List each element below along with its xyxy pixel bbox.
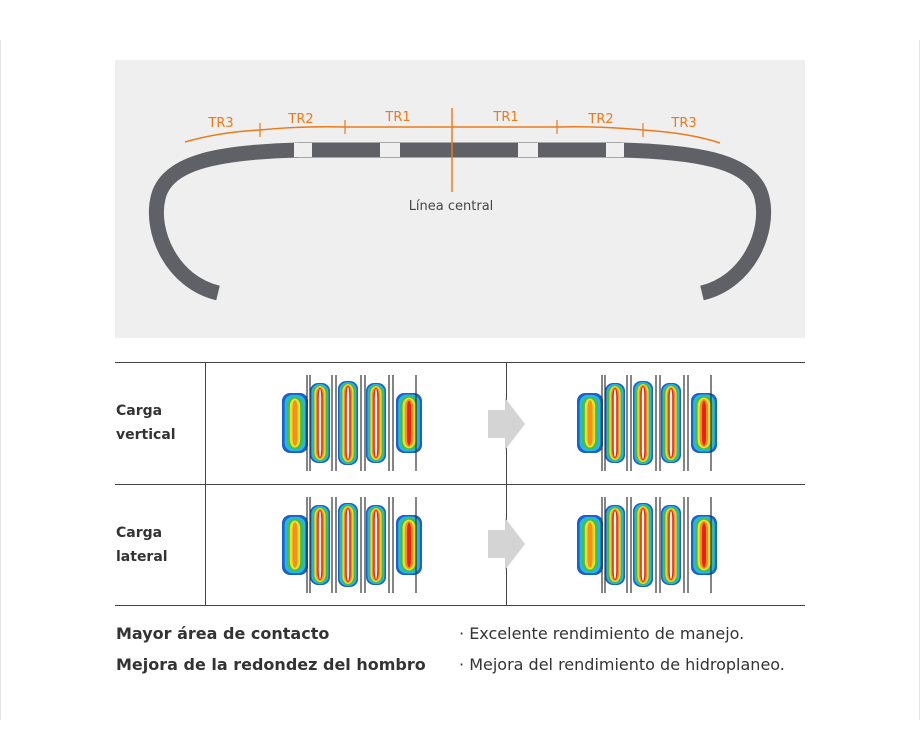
pressure-contour <box>346 387 350 459</box>
pressure-contour <box>374 389 378 457</box>
arrow-icon <box>488 398 525 570</box>
zone-arcs <box>184 108 721 192</box>
tread-grooves <box>294 143 624 157</box>
pressure-contour <box>407 400 411 446</box>
zone-label: TR2 <box>587 112 613 127</box>
pressure-contour <box>318 389 322 457</box>
pressure-contour <box>669 511 673 579</box>
pressure-contour <box>292 400 298 446</box>
benefit-contact-area: Mayor área de contacto <box>116 624 330 643</box>
zone-label: TR1 <box>384 110 410 125</box>
pressure-contour <box>702 522 706 568</box>
zone-label: TR3 <box>207 116 233 131</box>
pressure-contour <box>669 389 673 457</box>
benefit-hydroplaning: · Mejora del rendimiento de hidroplaneo. <box>459 655 785 674</box>
pressure-contour <box>641 387 645 459</box>
centerline-label: Línea central <box>409 199 494 214</box>
pressure-contour <box>407 522 411 568</box>
table-rule <box>115 605 805 606</box>
pressure-contour <box>346 509 350 581</box>
table-divider <box>205 362 206 605</box>
page-edge-left <box>0 40 1 720</box>
pressure-contour <box>587 522 593 568</box>
pressure-contour <box>374 511 378 579</box>
tire-cross-section-diagram: TR3 TR2 TR1 TR1 TR2 TR3 Línea central <box>115 60 805 338</box>
pressure-contour <box>587 400 593 446</box>
zone-label: TR2 <box>287 112 313 127</box>
pressure-contour <box>318 511 322 579</box>
pressure-contour <box>613 389 617 457</box>
page-edge-right <box>919 40 920 720</box>
benefit-handling: · Excelente rendimiento de manejo. <box>459 624 745 643</box>
pressure-contour <box>613 511 617 579</box>
table-rule <box>115 484 805 485</box>
pressure-contour <box>702 400 706 446</box>
table-rule <box>115 362 805 363</box>
benefit-shoulder: Mejora de la redondez del hombro <box>116 655 426 674</box>
pressure-contour <box>292 522 298 568</box>
zone-label: TR3 <box>670 116 696 131</box>
pressure-contour <box>641 509 645 581</box>
table-divider <box>506 362 507 605</box>
tire-profile <box>148 142 772 301</box>
zone-label: TR1 <box>492 110 518 125</box>
